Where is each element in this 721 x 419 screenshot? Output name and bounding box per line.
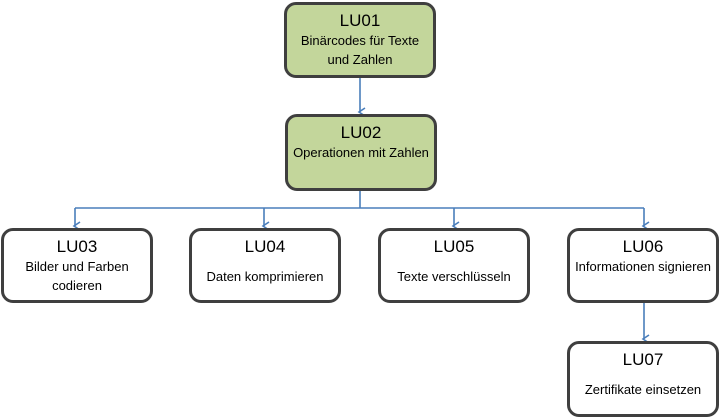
node-lu05-text: Texte verschlüsseln	[397, 269, 511, 284]
node-lu06-code: LU06	[622, 237, 664, 256]
node-lu03-code: LU03	[56, 237, 98, 256]
node-lu06: LU06 Informationen signieren	[567, 228, 719, 303]
node-lu05: LU05 Texte verschlüsseln	[378, 228, 530, 303]
node-lu07-text: Zertifikate einsetzen	[584, 382, 702, 397]
node-lu02: LU02 Operationen mit Zahlen	[285, 114, 437, 191]
node-lu05-code: LU05	[433, 237, 475, 256]
node-lu07: LU07 Zertifikate einsetzen	[567, 341, 719, 417]
node-lu01: LU01 Binärcodes für Texte und Zahlen	[284, 2, 436, 78]
node-lu02-text: Operationen mit Zahlen	[293, 145, 429, 160]
node-lu04: LU04 Daten komprimieren	[189, 228, 341, 303]
node-lu07-code: LU07	[622, 350, 664, 369]
node-lu03-text: Bilder und Farben codieren	[25, 259, 129, 293]
node-lu04-code: LU04	[244, 237, 286, 256]
node-lu01-text: Binärcodes für Texte und Zahlen	[300, 33, 420, 67]
node-lu06-text: Informationen signieren	[575, 259, 711, 274]
node-lu04-text: Daten komprimieren	[206, 269, 324, 284]
node-lu01-code: LU01	[339, 11, 381, 30]
node-lu03: LU03 Bilder und Farben codieren	[1, 228, 153, 303]
node-lu02-code: LU02	[340, 123, 382, 142]
